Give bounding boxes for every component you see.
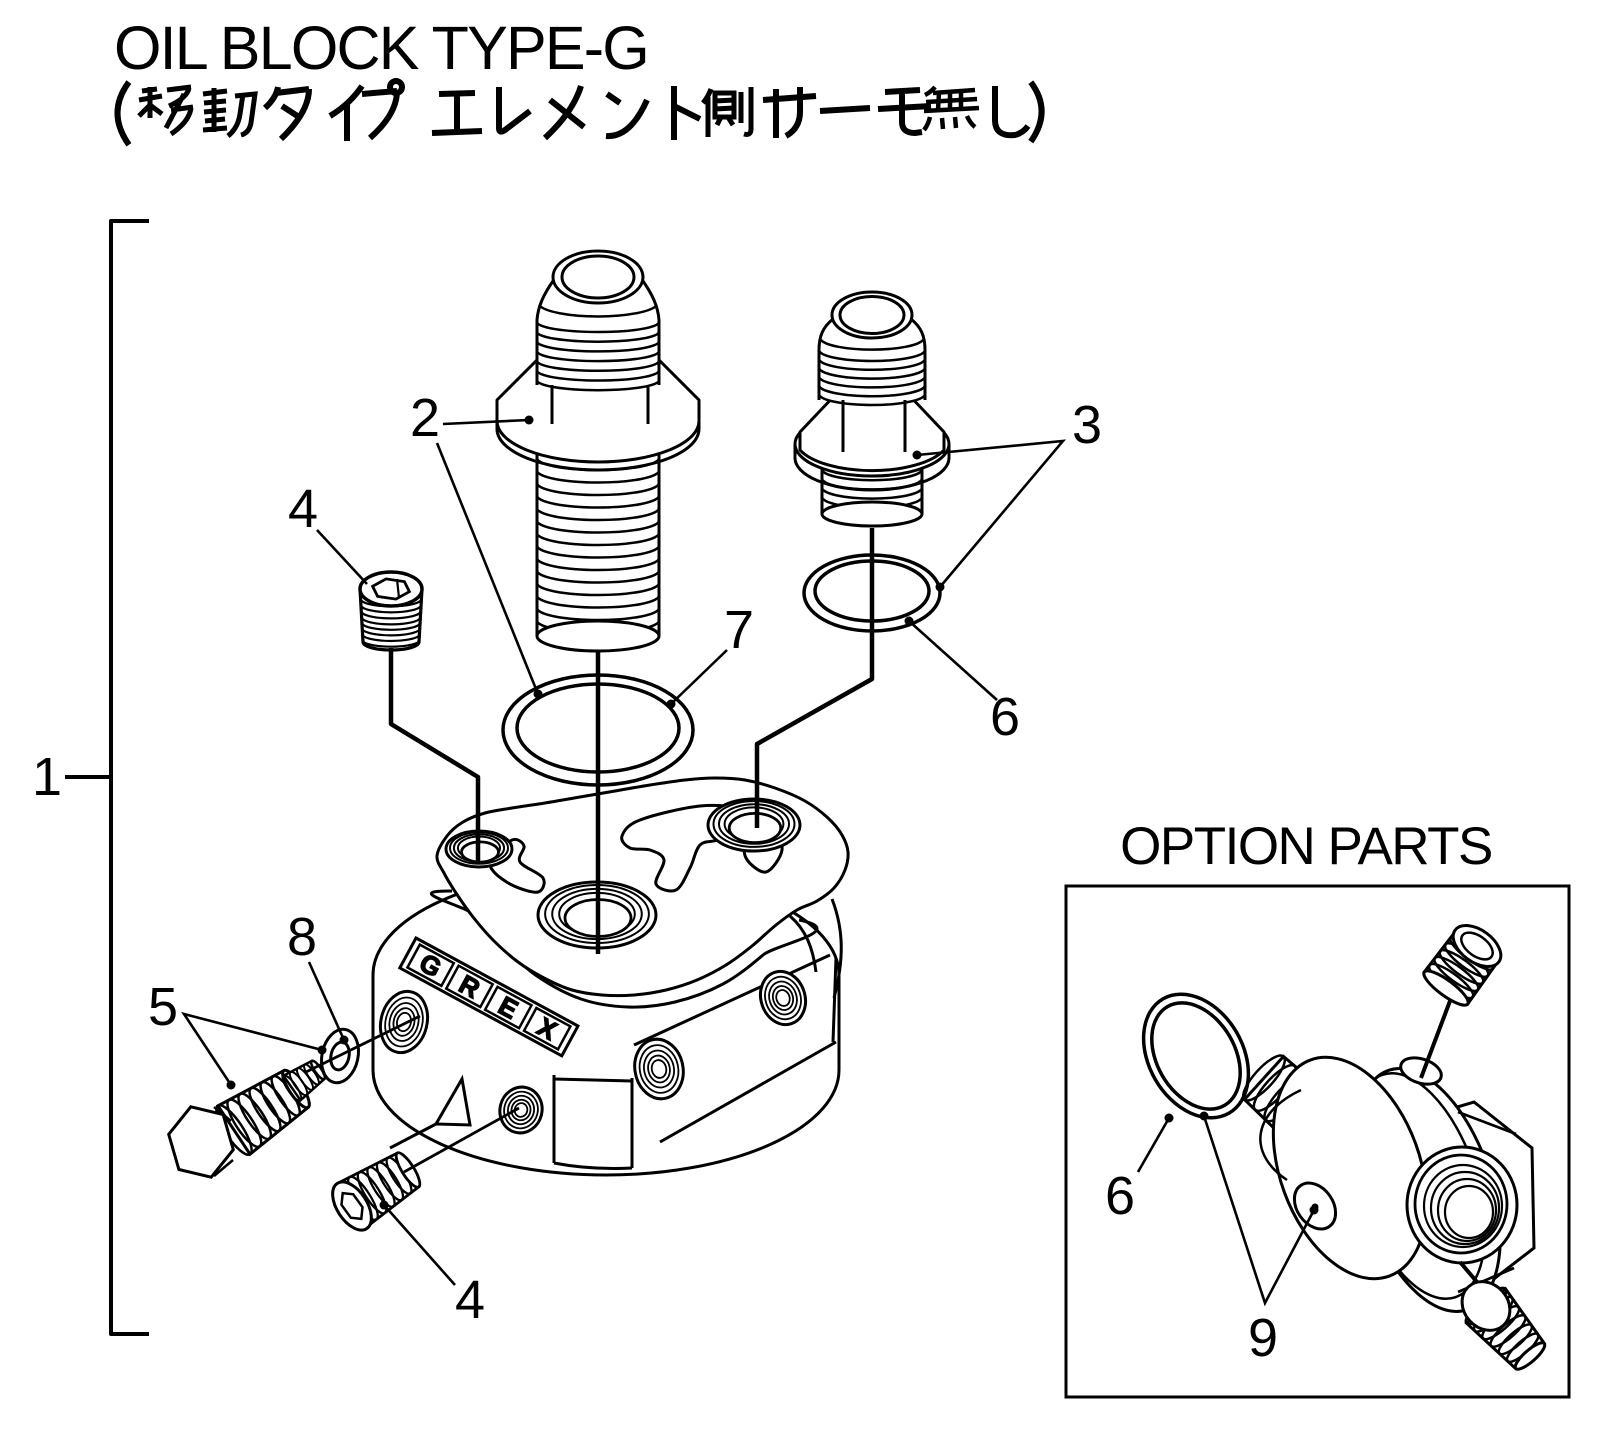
svg-text:8: 8 (287, 907, 317, 967)
svg-text:3: 3 (1072, 395, 1102, 455)
svg-text:OIL BLOCK TYPE-G: OIL BLOCK TYPE-G (114, 14, 648, 82)
svg-text:7: 7 (724, 600, 754, 660)
svg-text:1: 1 (32, 747, 62, 807)
svg-text:OPTION PARTS: OPTION PARTS (1120, 817, 1492, 876)
svg-text:9: 9 (1248, 1308, 1278, 1368)
svg-text:6: 6 (1105, 1166, 1135, 1226)
svg-text:2: 2 (410, 388, 440, 448)
svg-text:6: 6 (990, 687, 1020, 747)
svg-text:5: 5 (148, 977, 178, 1037)
svg-text:4: 4 (455, 1270, 485, 1330)
svg-text:4: 4 (288, 479, 318, 539)
